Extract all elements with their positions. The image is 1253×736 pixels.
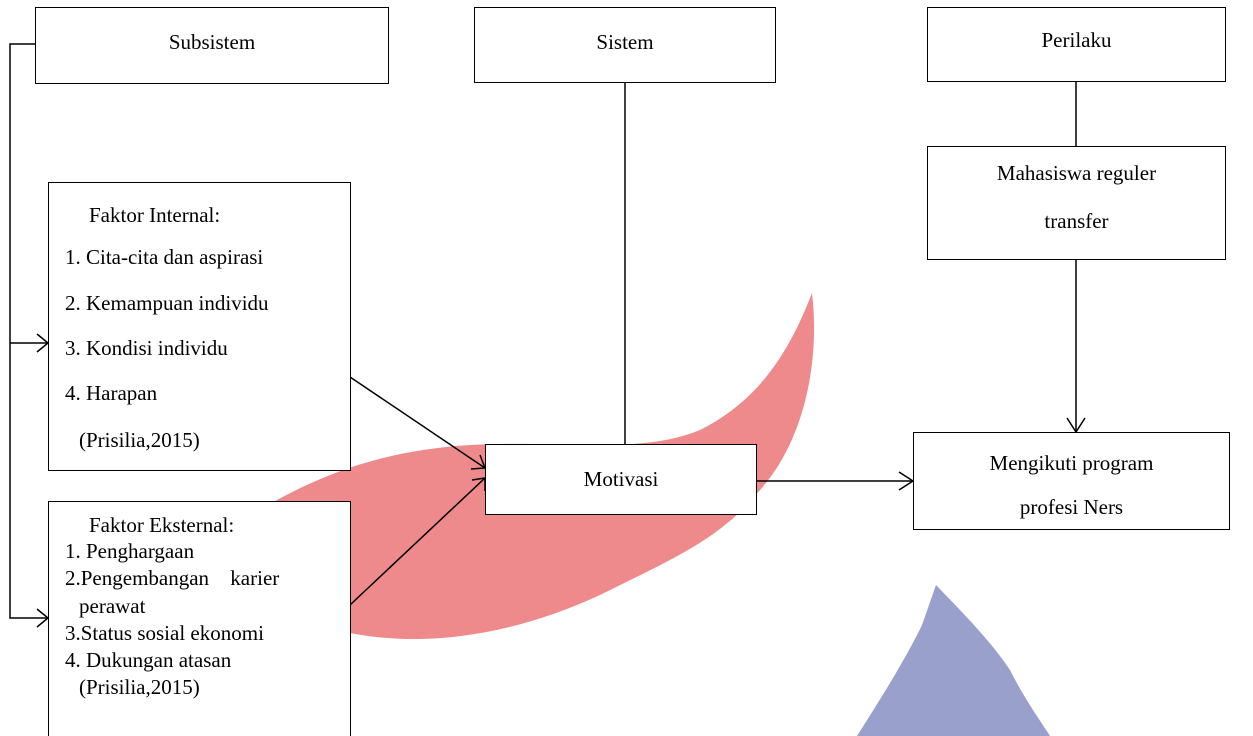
faktor-internal-box: Faktor Internal: 1. Cita-cita dan aspira…	[48, 182, 351, 471]
sistem-label: Sistem	[596, 30, 654, 54]
motivasi-label: Motivasi	[583, 467, 659, 491]
outcome-box: Mengikuti program profesi Ners	[913, 432, 1230, 530]
internal-item: 1. Cita-cita dan aspirasi	[65, 245, 264, 269]
external-item: perawat	[79, 594, 146, 618]
subsistem-connector	[9, 43, 48, 619]
mahasiswa-line2: transfer	[1044, 209, 1109, 233]
external-to-motivasi-line	[349, 477, 486, 606]
subsistem-label: Subsistem	[168, 30, 256, 54]
external-item: 1. Penghargaan	[65, 539, 195, 563]
internal-to-motivasi-line	[349, 376, 486, 469]
faktor-eksternal-box: Faktor Eksternal: 1. Penghargaan 2.Penge…	[48, 501, 351, 736]
subsistem-box: Subsistem	[35, 7, 389, 84]
internal-source: (Prisilia,2015)	[79, 428, 200, 452]
blue-watermark-shape	[857, 585, 1050, 736]
external-title: Faktor Eksternal:	[89, 513, 235, 537]
internal-title: Faktor Internal:	[89, 203, 221, 227]
internal-item: 3. Kondisi individu	[65, 336, 228, 360]
external-item: 4. Dukungan atasan	[65, 648, 232, 672]
perilaku-label: Perilaku	[1041, 28, 1112, 52]
external-item: 2.Pengembangan karier	[65, 566, 280, 590]
motivasi-box: Motivasi	[485, 444, 757, 515]
mahasiswa-line1: Mahasiswa reguler	[996, 161, 1157, 185]
external-item: 3.Status sosial ekonomi	[65, 621, 264, 645]
outcome-line2: profesi Ners	[1019, 495, 1124, 519]
external-source: (Prisilia,2015)	[79, 675, 200, 699]
outcome-line1: Mengikuti program	[989, 451, 1154, 475]
mahasiswa-box: Mahasiswa reguler transfer	[927, 146, 1226, 260]
internal-item: 2. Kemampuan individu	[65, 291, 269, 315]
sistem-box: Sistem	[474, 7, 776, 83]
internal-item: 4. Harapan	[65, 381, 158, 405]
perilaku-box: Perilaku	[927, 7, 1226, 82]
